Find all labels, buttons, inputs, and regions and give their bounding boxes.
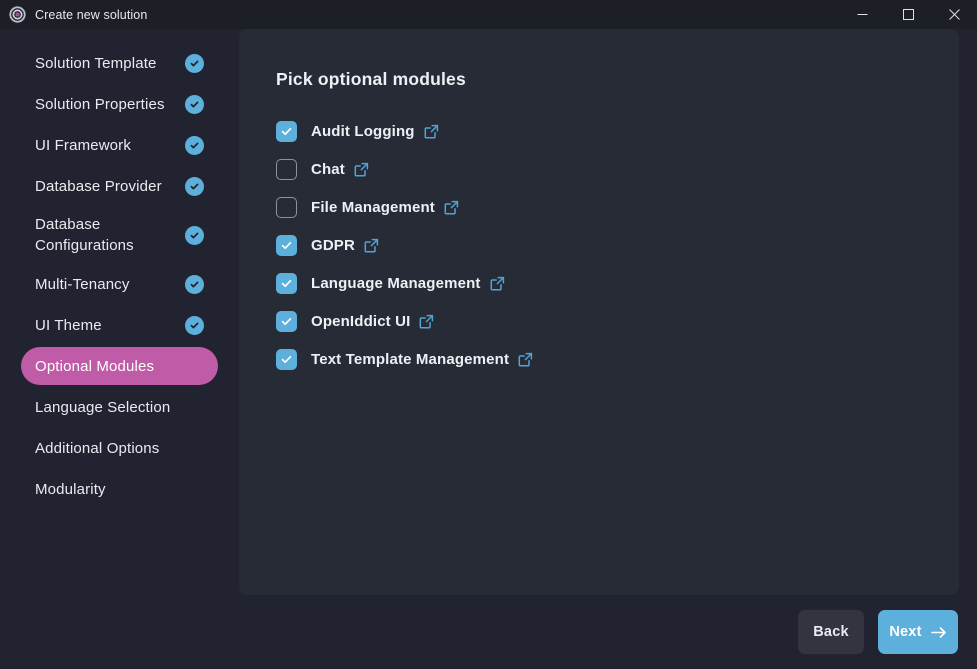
checkbox-audit-logging[interactable] <box>276 120 297 142</box>
external-link-icon[interactable] <box>419 314 434 329</box>
module-label: Audit Logging <box>311 122 415 140</box>
back-button[interactable]: Back <box>798 610 864 654</box>
checkbox-file-management[interactable] <box>276 196 297 218</box>
window-title: Create new solution <box>35 7 148 22</box>
sidebar-item-optional-modules[interactable]: Optional Modules <box>21 347 218 385</box>
minimize-icon[interactable] <box>839 0 885 29</box>
module-label: Language Management <box>311 274 481 292</box>
maximize-icon[interactable] <box>885 0 931 29</box>
external-link-icon[interactable] <box>490 276 505 291</box>
checkbox-text-template-management[interactable] <box>276 348 297 370</box>
step-complete-check-icon <box>185 274 204 294</box>
sidebar-item-label: UI Theme <box>35 316 102 334</box>
sidebar-item-label: Database Configurations <box>35 216 134 254</box>
arrow-right-icon <box>930 626 947 639</box>
sidebar-item-language-selection[interactable]: Language Selection <box>21 388 218 426</box>
module-row-text-template-management[interactable]: Text Template Management <box>276 340 959 378</box>
step-complete-check-icon <box>185 315 204 335</box>
page-title: Pick optional modules <box>276 69 466 89</box>
next-button[interactable]: Next <box>878 610 958 654</box>
module-label: Chat <box>311 160 345 178</box>
module-label: GDPR <box>311 236 355 254</box>
sidebar-item-label: UI Framework <box>35 136 131 154</box>
module-row-chat[interactable]: Chat <box>276 150 959 188</box>
sidebar-item-multi-tenancy[interactable]: Multi-Tenancy <box>21 265 218 303</box>
title-bar: Create new solution <box>0 0 977 29</box>
sidebar-item-database-provider[interactable]: Database Provider <box>21 167 218 205</box>
sidebar-item-solution-properties[interactable]: Solution Properties <box>21 85 218 123</box>
sidebar-item-label: Database Provider <box>35 177 162 195</box>
optional-modules-list: Audit Logging Chat Fil <box>276 112 959 378</box>
module-label: File Management <box>311 198 435 216</box>
external-link-icon[interactable] <box>364 238 379 253</box>
close-icon[interactable] <box>931 0 977 29</box>
sidebar-item-ui-theme[interactable]: UI Theme <box>21 306 218 344</box>
next-button-label: Next <box>889 624 922 640</box>
title-bar-left: Create new solution <box>0 6 147 23</box>
content-wrapper: Pick optional modules Audit Logging <box>239 29 977 595</box>
external-link-icon[interactable] <box>518 352 533 367</box>
sidebar-item-additional-options[interactable]: Additional Options <box>21 429 218 467</box>
sidebar-item-label: Optional Modules <box>35 357 155 375</box>
sidebar-item-label: Multi-Tenancy <box>35 275 130 293</box>
step-complete-check-icon <box>185 225 204 245</box>
sidebar-item-database-configurations[interactable]: Database Configurations <box>21 208 218 262</box>
sidebar-item-label: Solution Template <box>35 54 157 72</box>
sidebar-item-label: Language Selection <box>35 398 171 416</box>
module-row-gdpr[interactable]: GDPR <box>276 226 959 264</box>
module-label: OpenIddict UI <box>311 312 411 330</box>
body-area: Solution Template Solution Properties UI… <box>0 29 977 595</box>
module-row-openiddict-ui[interactable]: OpenIddict UI <box>276 302 959 340</box>
checkbox-gdpr[interactable] <box>276 234 297 256</box>
external-link-icon[interactable] <box>424 124 439 139</box>
step-complete-check-icon <box>185 176 204 196</box>
checkbox-openiddict-ui[interactable] <box>276 310 297 332</box>
step-complete-check-icon <box>185 53 204 73</box>
step-complete-check-icon <box>185 94 204 114</box>
wizard-footer: Back Next <box>0 595 977 669</box>
sidebar-item-label: Modularity <box>35 480 106 498</box>
module-row-language-management[interactable]: Language Management <box>276 264 959 302</box>
abp-logo-icon <box>9 6 26 23</box>
sidebar-item-label: Additional Options <box>35 439 160 457</box>
checkbox-language-management[interactable] <box>276 272 297 294</box>
optional-modules-panel: Pick optional modules Audit Logging <box>239 29 959 595</box>
step-complete-check-icon <box>185 135 204 155</box>
window-controls <box>839 0 977 29</box>
module-label: Text Template Management <box>311 350 510 368</box>
sidebar-item-modularity[interactable]: Modularity <box>21 470 218 508</box>
sidebar-item-solution-template[interactable]: Solution Template <box>21 44 218 82</box>
external-link-icon[interactable] <box>444 200 459 215</box>
checkbox-chat[interactable] <box>276 158 297 180</box>
sidebar-item-label: Solution Properties <box>35 95 165 113</box>
module-row-audit-logging[interactable]: Audit Logging <box>276 112 959 150</box>
wizard-steps-sidebar: Solution Template Solution Properties UI… <box>0 29 239 595</box>
module-row-file-management[interactable]: File Management <box>276 188 959 226</box>
sidebar-item-ui-framework[interactable]: UI Framework <box>21 126 218 164</box>
external-link-icon[interactable] <box>354 162 369 177</box>
